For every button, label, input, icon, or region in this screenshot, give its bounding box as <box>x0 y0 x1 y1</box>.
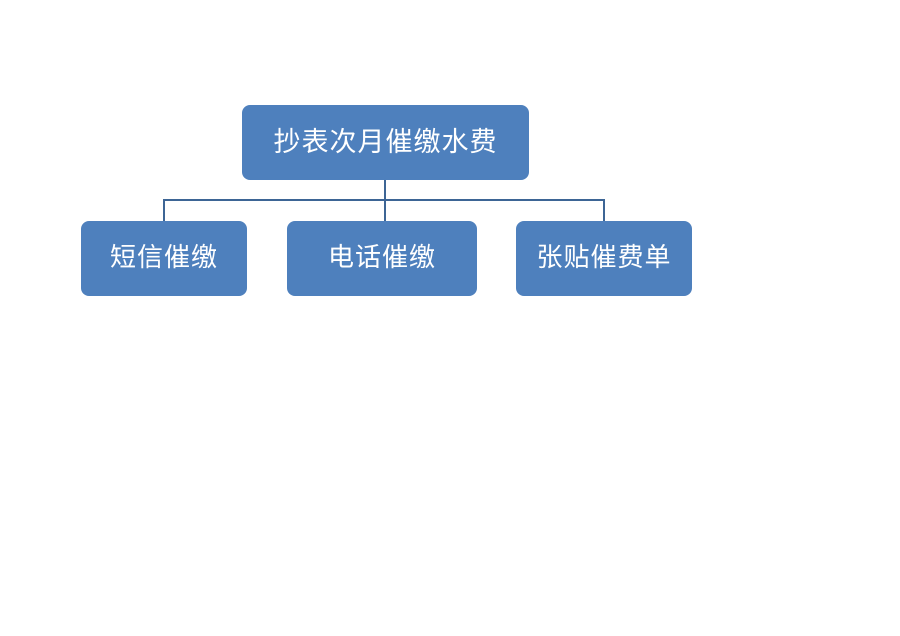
node-child-notice[interactable]: 张贴催费单 <box>516 221 692 296</box>
node-child-sms[interactable]: 短信催缴 <box>81 221 247 296</box>
connector-drop-right <box>603 199 605 221</box>
node-root-label: 抄表次月催缴水费 <box>273 126 498 158</box>
connector-drop-left <box>163 199 165 221</box>
node-child-sms-label: 短信催缴 <box>109 243 218 274</box>
node-child-phone[interactable]: 电话催缴 <box>287 221 477 296</box>
node-child-notice-label: 张贴催费单 <box>536 243 672 274</box>
connector-horizontal-bus <box>163 199 605 201</box>
node-root[interactable]: 抄表次月催缴水费 <box>242 105 529 180</box>
node-child-phone-label: 电话催缴 <box>327 243 436 274</box>
